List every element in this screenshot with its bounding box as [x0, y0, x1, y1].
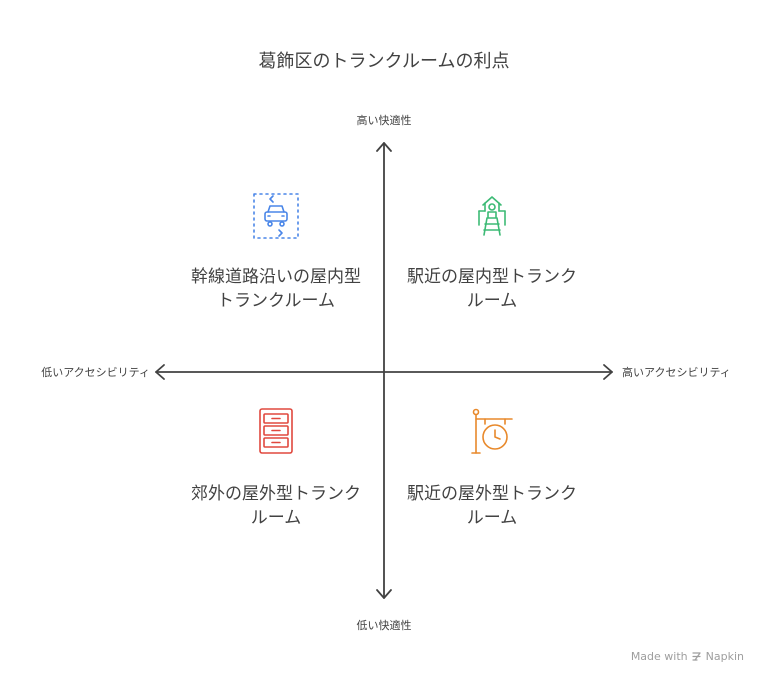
diagram-title: 葛飾区のトランクルームの利点 [258, 51, 510, 72]
arrow-down-icon [376, 589, 392, 599]
cabinet-icon [259, 408, 293, 454]
station-clock-icon [471, 408, 513, 454]
arrow-right-icon [603, 364, 613, 380]
credit[interactable]: Made with Napkin [631, 650, 744, 663]
axis-label-left: 低いアクセシビリティ [41, 366, 150, 379]
arrow-up-icon [376, 142, 392, 152]
napkin-logo-icon [692, 652, 701, 661]
car-icon [253, 193, 299, 239]
quadrant-bottom-right-text: 駅近の屋外型トランクルーム [407, 484, 577, 528]
credit-brand: Napkin [705, 650, 744, 663]
quadrant-bottom-left-text: 郊外の屋外型トランクルーム [191, 484, 361, 528]
axis-label-right: 高いアクセシビリティ [622, 366, 731, 379]
credit-made-with: Made with [630, 650, 688, 663]
quadrant-top-left-text: 幹線道路沿いの屋内型トランクルーム [191, 267, 361, 311]
axis-label-top: 高い快適性 [356, 114, 412, 127]
station-icon [478, 196, 506, 236]
arrow-left-icon [155, 364, 165, 380]
axis-label-bottom: 低い快適性 [356, 619, 412, 632]
quadrant-top-right-text: 駅近の屋内型トランクルーム [407, 267, 577, 311]
